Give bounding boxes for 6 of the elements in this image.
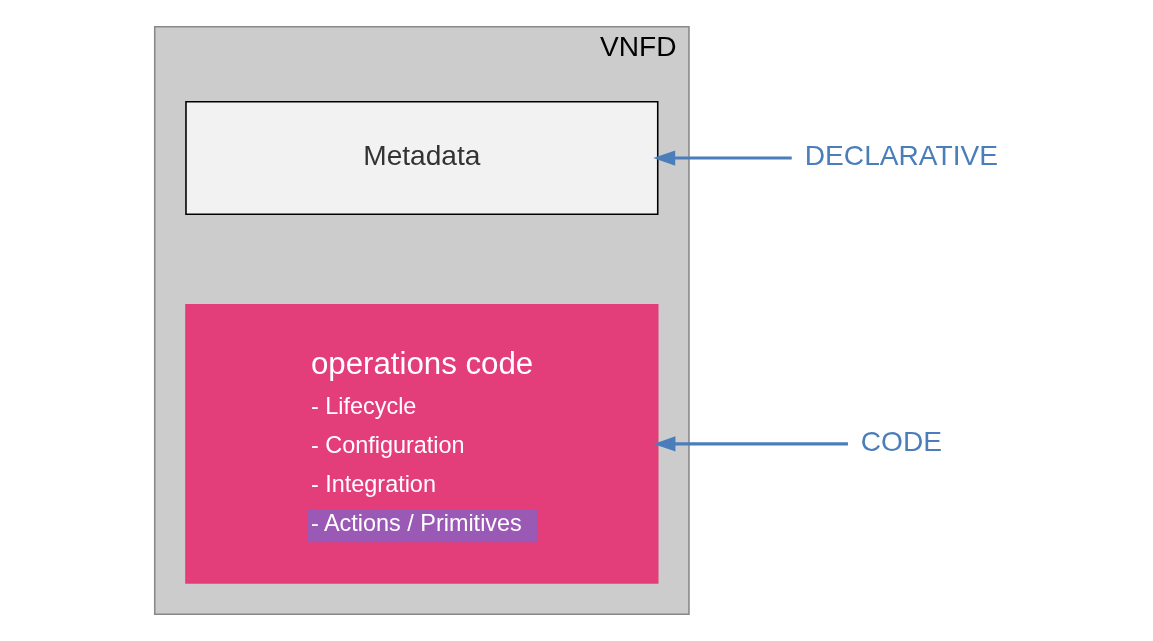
node-box: operations code - Lifecycle - Configuration - Integration - Actions / Primitives [185,304,659,584]
node-text: DECLARATIVE [804,139,998,171]
arrow [653,150,792,166]
node-text: CODE [860,425,943,457]
arrow [653,436,848,452]
node-box: Metadata [185,101,659,216]
